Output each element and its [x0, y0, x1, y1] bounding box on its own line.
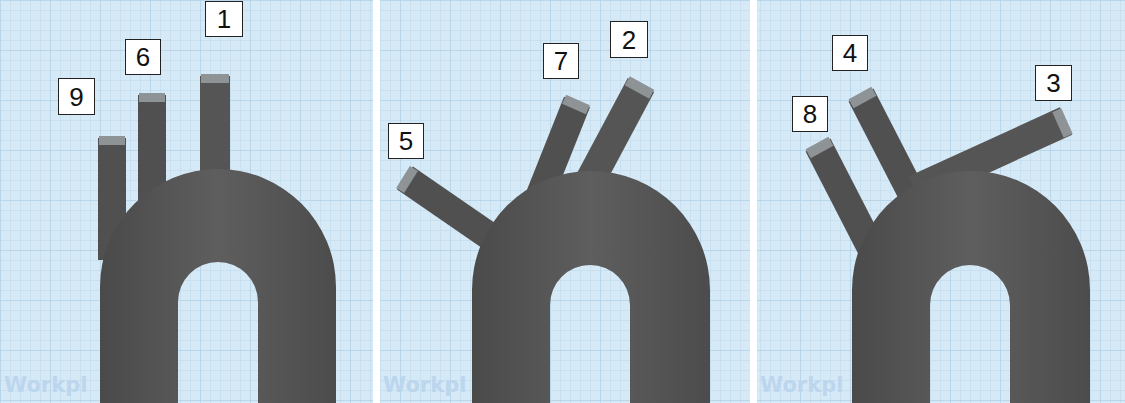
watermark: Workpl	[383, 373, 466, 397]
callout-box: 7	[543, 43, 579, 79]
callout-number: 9	[69, 84, 83, 110]
callout-number: 3	[1046, 70, 1060, 96]
callout-box: 8	[792, 96, 828, 132]
callout-number: 2	[622, 27, 636, 53]
callout-number: 8	[803, 101, 817, 127]
callout-number: 5	[399, 128, 413, 154]
callout-number: 4	[843, 40, 857, 66]
callout-box: 3	[1035, 65, 1072, 101]
callout-number: 6	[136, 44, 150, 70]
callout-box: 4	[832, 35, 868, 71]
callout-box: 1	[205, 1, 243, 37]
callout-box: 6	[125, 39, 161, 75]
watermark: Workpl	[4, 373, 87, 397]
callout-box: 2	[610, 21, 648, 58]
watermark: Workpl	[760, 373, 843, 397]
callout-box: 5	[388, 123, 424, 159]
callout-number: 1	[217, 6, 231, 32]
callout-number: 7	[554, 48, 568, 74]
callout-box: 9	[58, 78, 95, 115]
